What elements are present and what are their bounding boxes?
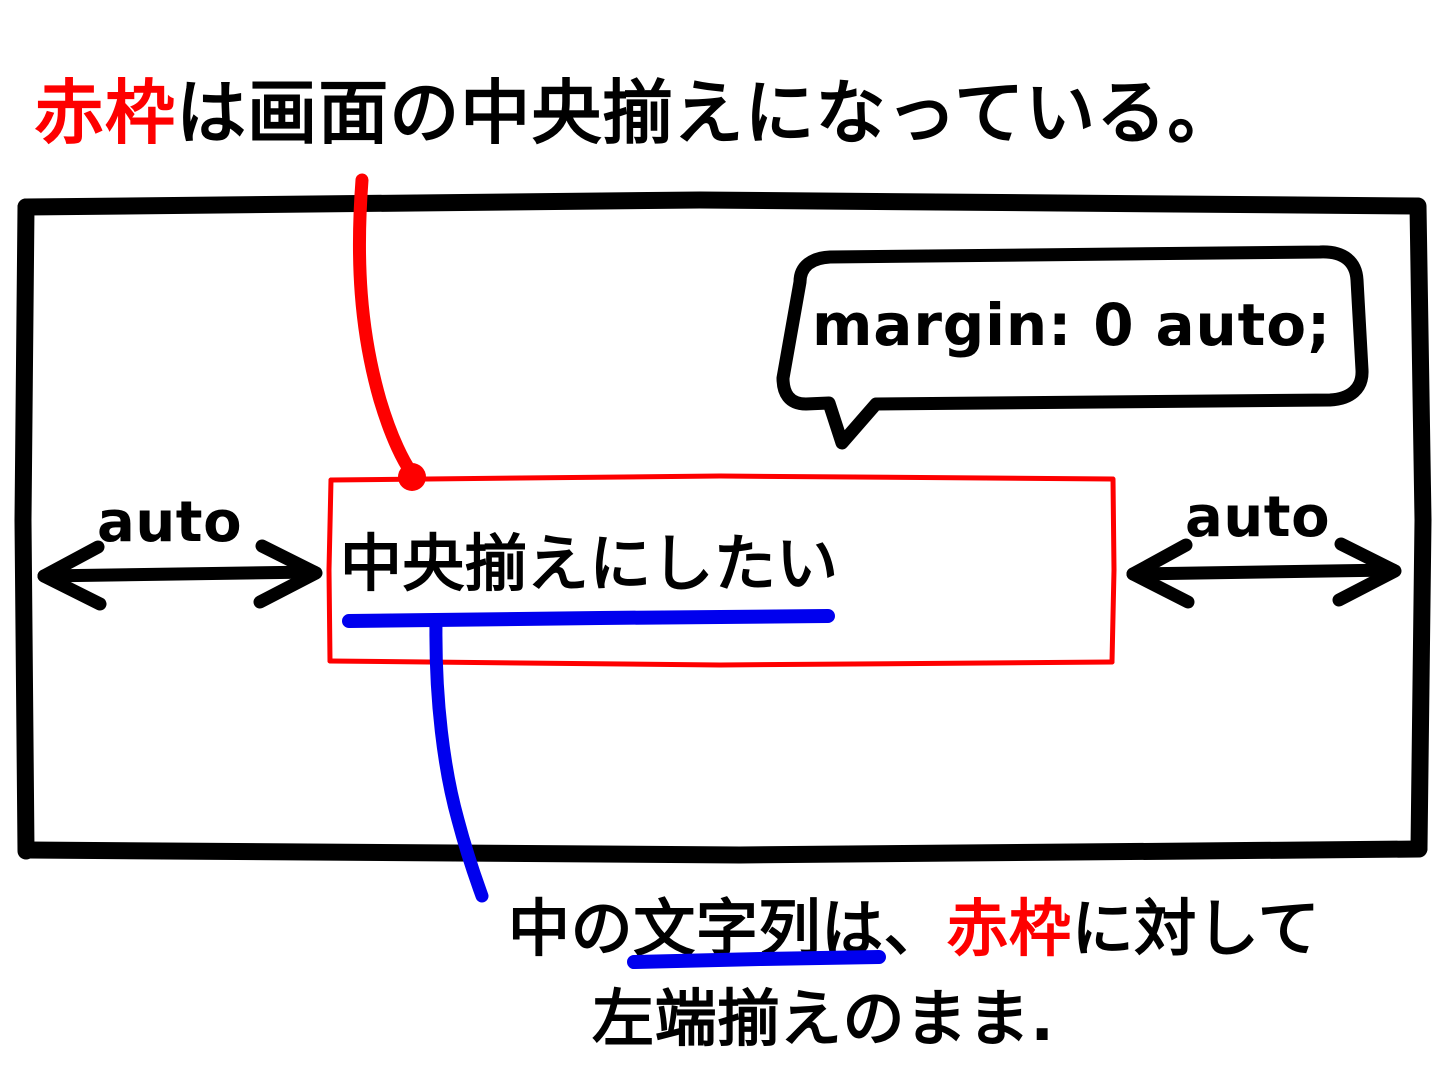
auto-left-label: auto xyxy=(97,490,243,555)
red-box-inner-text: 中央揃えにしたい xyxy=(340,527,839,600)
top-caption-red-term: 赤枠 xyxy=(34,72,177,154)
red-leader-line xyxy=(352,173,418,479)
bottom-caption-seg-underlined: 文字列 xyxy=(633,892,822,965)
callout-text: margin: 0 auto; xyxy=(812,291,1332,359)
bottom-caption-red-term: 赤枠 xyxy=(946,892,1072,965)
auto-right-arrow xyxy=(1126,537,1402,609)
top-caption-rest: は画面の中央揃えになっている。 xyxy=(176,72,1239,154)
bottom-caption-line-1: 中の文字列は、赤枠に対して xyxy=(508,898,1320,960)
bottom-caption-seg-d: に対して xyxy=(1071,892,1321,965)
red-leader-dot xyxy=(398,463,426,491)
bottom-caption-seg-c: は、 xyxy=(821,892,947,965)
bottom-caption-seg-a: 中の xyxy=(508,892,634,965)
auto-right-label: auto xyxy=(1185,485,1331,550)
top-caption: 赤枠は画面の中央揃えになっている。 xyxy=(34,78,1238,148)
blue-underline xyxy=(342,609,835,628)
bottom-caption-line-2: 左端揃えのまま. xyxy=(592,982,1055,1055)
blue-leader-line xyxy=(429,615,489,903)
